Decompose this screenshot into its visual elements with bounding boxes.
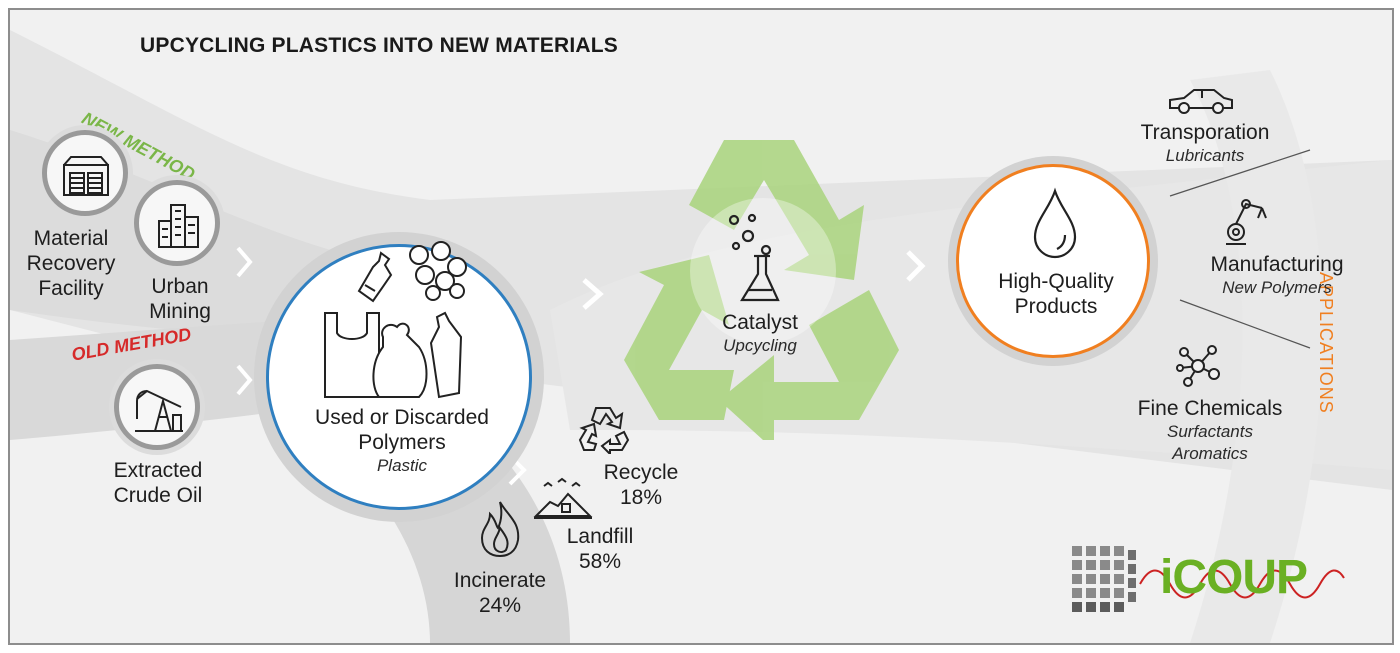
landfill-label: Landfill 58%: [566, 525, 634, 573]
mrf-label: Material Recovery Facility: [26, 227, 116, 300]
crude-oil-label: Extracted Crude Oil: [113, 459, 203, 507]
incinerate-label: Incinerate 24%: [453, 569, 547, 617]
page-title: UPCYCLING PLASTICS INTO NEW MATERIALS: [140, 34, 618, 57]
urban-mining-label: Urban Mining: [149, 275, 211, 323]
flask-icon: [728, 213, 780, 302]
bottle-icon: [357, 251, 393, 303]
fire-icon: [480, 501, 520, 558]
small-recycle-icon: [578, 407, 630, 454]
diagram-frame: UPCYCLING PLASTICS INTO NEW MATERIALS NE…: [8, 8, 1394, 645]
catalyst-label: Catalyst Upcycling: [722, 311, 798, 355]
polymers-inner-circle: Used or Discarded Polymers Plastic: [266, 241, 532, 510]
transport-label: Transporation Lubricants: [1140, 121, 1270, 165]
logo-wave: [1139, 569, 1345, 599]
buildings-icon: [158, 204, 199, 248]
warehouse-icon: [63, 156, 109, 196]
manufacturing-label: Manufacturing New Polymers: [1210, 253, 1344, 297]
molecule-icon: [409, 241, 467, 301]
landfill-icon: [533, 477, 593, 519]
recycle-icon: [624, 140, 899, 440]
catalyst-circle: [690, 198, 836, 344]
cube-logo-icon: [1072, 546, 1136, 612]
logo-text: iCOUP: [1160, 551, 1308, 604]
products-inner-circle: High-Quality Products: [956, 164, 1150, 358]
recycle-label: Recycle 18%: [603, 461, 679, 509]
chemicals-label: Fine Chemicals Surfactants Aromatics: [1137, 397, 1283, 463]
crude-oil-circle: [114, 364, 200, 450]
molecule-network-icon: [1176, 345, 1220, 387]
polymers-label: Used or Discarded Polymers Plastic: [315, 406, 489, 475]
droplet-icon: [1033, 187, 1077, 259]
car-icon: [1169, 89, 1233, 114]
urban-mining-circle: [134, 180, 220, 266]
bag-icon: [324, 311, 463, 399]
products-label: High-Quality Products: [998, 270, 1114, 318]
oil-pump-icon: [135, 389, 183, 432]
robot-arm-icon: [1226, 199, 1267, 245]
mrf-circle: [42, 130, 128, 216]
